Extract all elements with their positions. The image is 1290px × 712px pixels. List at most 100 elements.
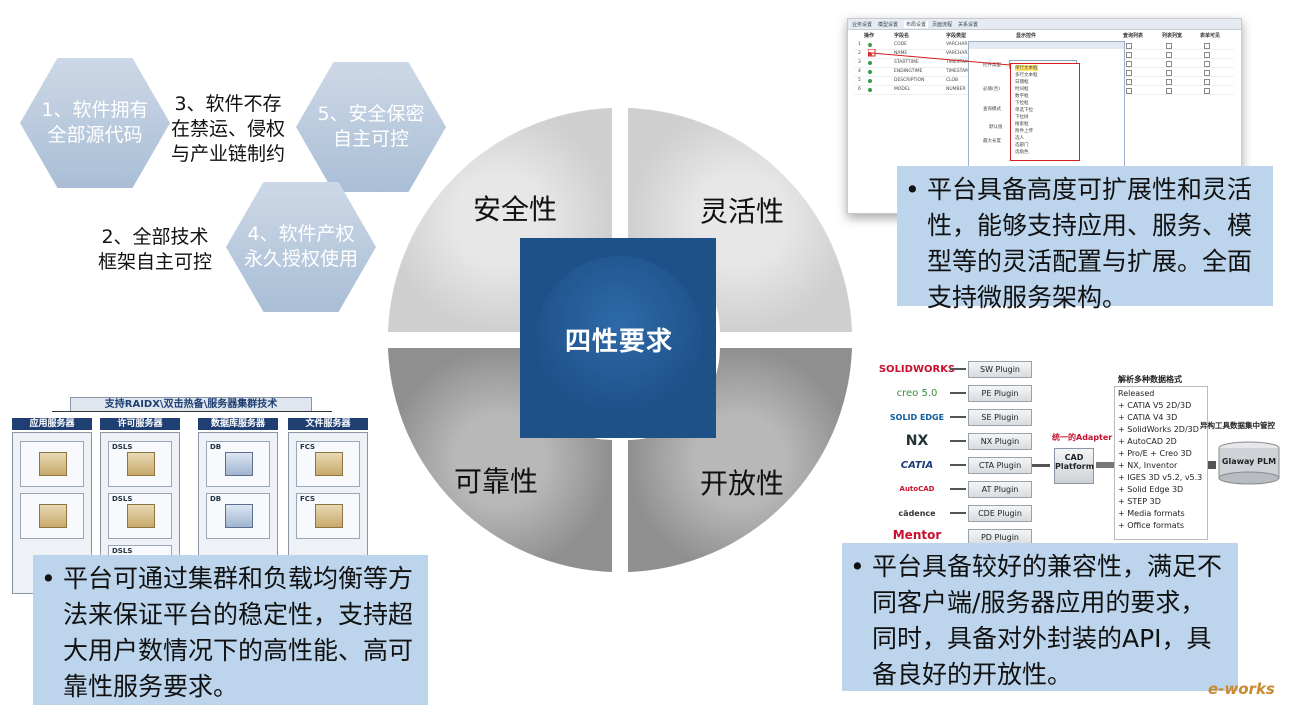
quadrant-top-left [388, 108, 612, 332]
col-header: 字段名 [894, 33, 910, 39]
plugin-box: NX Plugin [968, 433, 1032, 450]
cad-integration-diagram: SOLIDWORKS creo 5.0 SOLID EDGE NX CATIA … [878, 356, 1287, 546]
server-box: DB [206, 441, 270, 487]
server-box: FCS [296, 493, 360, 539]
formats-panel [1114, 386, 1208, 540]
form-label: 控件类型 [983, 63, 1001, 68]
form-label: 必填(否) [983, 87, 1001, 92]
solidworks-logo: SOLIDWORKS [878, 363, 956, 375]
format-item: + STEP 3D [1118, 497, 1161, 506]
database-icon [225, 504, 253, 528]
form-label: 最大长度 [983, 139, 1001, 144]
platform-arrow [1096, 462, 1114, 468]
quadrant-bottom-right [628, 348, 852, 572]
screenshot-tab: 关系设置 [958, 22, 979, 28]
hub-label: 异构工具数据集中管控 [1200, 421, 1275, 430]
plugin-box: CDE Plugin [968, 505, 1032, 522]
server-box: DSLS [108, 493, 172, 539]
quadrant-ring [388, 108, 852, 572]
quadrant-label-reliability: 可靠性 [454, 465, 539, 498]
point-framework-control: 2、全部技术 框架自主可控 [97, 226, 212, 273]
server-icon [127, 452, 155, 476]
adapter-label: 统一的Adapter [1052, 433, 1113, 442]
control-type-dropdown: 单行文本框 多行文本框 日期框 时间框 数字框 下拉框 单选下拉 下拉树 搜索框… [1010, 63, 1080, 161]
col-header: 字段类型 [946, 33, 967, 39]
cadence-logo: cādence [898, 508, 936, 518]
e-works-watermark: e-works [1208, 680, 1275, 698]
plm-database-icon [1218, 441, 1280, 485]
format-item: + AutoCAD 2D [1118, 437, 1177, 446]
plugin-box: CTA Plugin [968, 457, 1032, 474]
solid-edge-logo: SOLID EDGE [889, 412, 945, 422]
server-diagram-title: 支持RAIDX\双击热备\服务器集群技术 [70, 397, 312, 412]
plugin-box: PE Plugin [968, 385, 1032, 402]
arrow-icon [950, 416, 966, 418]
cad-platform-box: CAD Platform [1054, 448, 1094, 484]
format-item: + Media formats [1118, 509, 1185, 518]
screenshot-tabbar: 业务设置 模型设置 布局设置 页面流程 关系设置 [848, 19, 1241, 30]
screenshot-tab: 模型设置 [878, 22, 899, 28]
server-box [20, 441, 84, 487]
screenshot-tab: 业务设置 [852, 22, 873, 28]
col-header: 操作 [864, 33, 875, 39]
format-item: + NX, Inventor [1118, 461, 1178, 470]
format-item: + IGES 3D v5.2, v5.3 [1118, 473, 1203, 482]
quadrant-label-security: 安全性 [473, 193, 558, 226]
callout-flexibility: 平台具备高度可扩展性和灵活性，能够支持应用、服务、模型等的灵活配置与扩展。全面支… [897, 166, 1273, 312]
format-item: + CATIA V4 3D [1118, 413, 1178, 422]
catia-logo: CATIA [900, 459, 934, 471]
format-item: + SolidWorks 2D/3D [1118, 425, 1199, 434]
arrow-icon [950, 392, 966, 394]
quadrant-label-openness: 开放性 [700, 467, 785, 500]
callout-text: 平台具备高度可扩展性和灵活性，能够支持应用、服务、模型等的灵活配置与扩展。全面支… [905, 172, 1263, 316]
callout-text: 平台可通过集群和负载均衡等方法来保证平台的稳定性，支持超大用户数情况下的高性能、… [41, 561, 420, 705]
creo-logo: creo 5.0 [896, 387, 938, 399]
arrow-icon [950, 512, 966, 514]
nx-logo: NX [905, 433, 929, 449]
format-item: + Pro/E + Creo 3D [1118, 449, 1192, 458]
server-box: DB [206, 493, 270, 539]
plugin-box: SE Plugin [968, 409, 1032, 426]
quadrant-label-flexibility: 灵活性 [700, 195, 785, 228]
screenshot-tab: 布局设置 [904, 21, 929, 28]
format-item: + Solid Edge 3D [1118, 485, 1184, 494]
point-no-embargo: 3、软件不存 在禁运、侵权 与产业链制约 [170, 93, 285, 165]
callout-reliability: 平台可通过集群和负载均衡等方法来保证平台的稳定性，支持超大用户数情况下的高性能、… [33, 555, 428, 705]
server-column-header: 数据库服务器 [198, 418, 278, 430]
arrow-icon [950, 368, 966, 370]
form-label: 查询模式 [983, 107, 1001, 112]
plugin-box: SW Plugin [968, 361, 1032, 378]
center-title: 四性要求 [536, 256, 702, 422]
col-header: 显示控件 [1016, 33, 1037, 39]
server-box: DSLS [108, 441, 172, 487]
mentor-logo: Mentor [892, 528, 942, 542]
server-box: FCS [296, 441, 360, 487]
form-label: 默认值 [989, 125, 1003, 130]
plm-label: Glaway PLM [1221, 457, 1277, 466]
database-icon [225, 452, 253, 476]
server-column-header: 文件服务器 [288, 418, 368, 430]
col-header: 查询列表 [1123, 33, 1144, 39]
server-icon [39, 504, 67, 528]
server-icon [127, 504, 155, 528]
callout-openness: 平台具备较好的兼容性，满足不同客户端/服务器应用的要求，同时，具备对外封装的AP… [842, 543, 1238, 691]
format-item: + CATIA V5 2D/3D [1118, 401, 1192, 410]
formats-title: 解析多种数据格式 [1118, 375, 1182, 384]
hexagon-source-code: 1、软件拥有 全部源代码 [20, 58, 170, 188]
red-pointer-arrow [868, 49, 1011, 66]
col-header: 列表列宽 [1162, 33, 1183, 39]
adapter-arrow [1032, 464, 1050, 467]
quadrant-bottom-left [388, 348, 612, 572]
arrow-icon [950, 464, 966, 466]
plm-arrow [1208, 461, 1216, 469]
autocad-logo: AutoCAD [899, 485, 935, 493]
format-item: + Office formats [1118, 521, 1184, 530]
quadrant-top-right [628, 108, 852, 332]
server-icon [315, 504, 343, 528]
server-icon [39, 452, 67, 476]
col-header: 表单可见 [1200, 33, 1221, 39]
arrow-icon [950, 440, 966, 442]
server-column-header: 许可服务器 [100, 418, 180, 430]
screenshot-tab: 页面流程 [932, 22, 953, 28]
format-item: Released [1118, 389, 1155, 398]
